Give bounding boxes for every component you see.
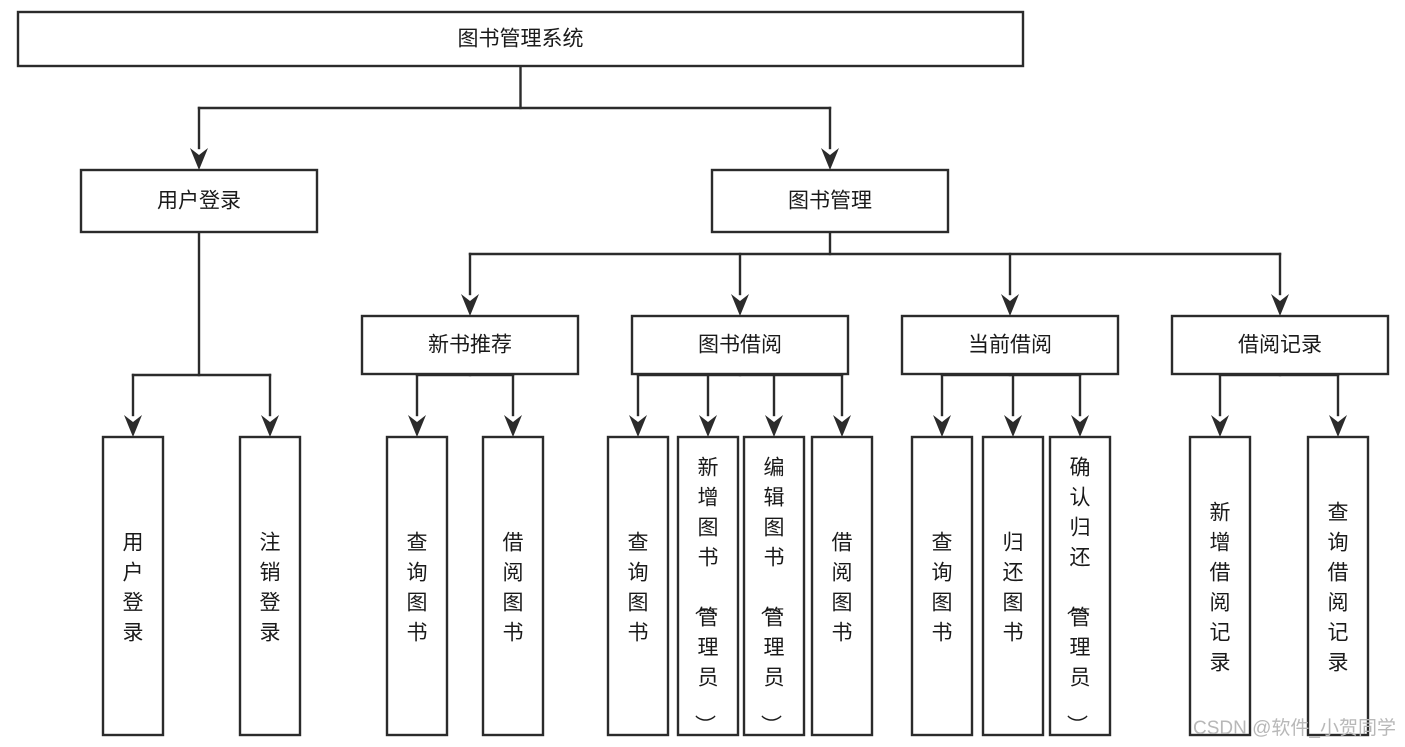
node-rect <box>101 435 165 737</box>
node-rect <box>630 314 850 376</box>
arrow-head-icon <box>1329 415 1347 437</box>
leaf-return-book[interactable]: 归还图书 <box>981 435 1045 737</box>
leaf-edit-book[interactable]: 编辑图书（管理员） <box>742 435 806 737</box>
arrow-head-icon <box>124 415 142 437</box>
node-book-borrow[interactable]: 图书借阅 <box>630 314 850 376</box>
node-rect <box>810 435 874 737</box>
node-current-borrow[interactable]: 当前借阅 <box>900 314 1120 376</box>
node-borrow-record[interactable]: 借阅记录 <box>1170 314 1390 376</box>
leaf-user-login[interactable]: 用户登录 <box>101 435 165 737</box>
arrow-head-icon <box>699 415 717 437</box>
node-label: 查询图书 <box>407 531 428 644</box>
node-rect <box>676 435 740 737</box>
node-rect <box>606 435 670 737</box>
node-label: 借阅记录 <box>1238 334 1322 357</box>
csdn-watermark: CSDN @软件_小贺同学 <box>1193 717 1396 739</box>
node-label: 查询借阅记录 <box>1328 501 1349 674</box>
leaf-logout[interactable]: 注销登录 <box>238 435 302 737</box>
leaf-query-book[interactable]: 查询图书 <box>606 435 670 737</box>
arrow-head-icon <box>821 148 839 170</box>
node-label: 图书管理 <box>788 190 872 213</box>
node-rect <box>1170 314 1390 376</box>
node-rect <box>79 168 319 234</box>
node-label: 注销登录 <box>260 531 281 644</box>
leaf-query-record[interactable]: 查询借阅记录 <box>1306 435 1370 737</box>
arrow-head-icon <box>190 148 208 170</box>
node-new-book-rec[interactable]: 新书推荐 <box>360 314 580 376</box>
arrow-head-icon <box>461 294 479 316</box>
node-label: 借阅图书 <box>503 531 524 644</box>
node-layer: 图书管理系统用户登录图书管理新书推荐图书借阅当前借阅借阅记录用户登录注销登录查询… <box>16 10 1390 737</box>
leaf-query-book-cur[interactable]: 查询图书 <box>910 435 974 737</box>
node-label: 新增借阅记录 <box>1210 501 1231 674</box>
node-user-login[interactable]: 用户登录 <box>79 168 319 234</box>
node-label: 图书借阅 <box>698 334 782 357</box>
node-rect <box>981 435 1045 737</box>
node-label: 图书管理系统 <box>458 28 584 51</box>
node-rect <box>742 435 806 737</box>
node-rect <box>910 435 974 737</box>
node-label: 确认归还（管理员） <box>1065 456 1091 735</box>
leaf-query-book-rec[interactable]: 查询图书 <box>385 435 449 737</box>
node-root[interactable]: 图书管理系统 <box>16 10 1025 68</box>
node-rect <box>1306 435 1370 737</box>
arrow-head-icon <box>1211 415 1229 437</box>
node-rect <box>16 10 1025 68</box>
leaf-add-book[interactable]: 新增图书（管理员） <box>676 435 740 737</box>
node-label: 借阅图书 <box>832 531 853 644</box>
node-label: 编辑图书（管理员） <box>759 456 785 735</box>
node-label: 新增图书（管理员） <box>693 456 719 735</box>
leaf-borrow-book-rec[interactable]: 借阅图书 <box>481 435 545 737</box>
node-book-manage[interactable]: 图书管理 <box>710 168 950 234</box>
connector-layer <box>124 64 1347 437</box>
node-rect <box>1188 435 1252 737</box>
arrow-head-icon <box>765 415 783 437</box>
arrow-head-icon <box>408 415 426 437</box>
arrow-head-icon <box>1271 294 1289 316</box>
node-label: 用户登录 <box>157 190 241 213</box>
arrow-head-icon <box>504 415 522 437</box>
node-rect <box>360 314 580 376</box>
node-rect <box>1048 435 1112 737</box>
node-rect <box>710 168 950 234</box>
leaf-borrow-book[interactable]: 借阅图书 <box>810 435 874 737</box>
node-rect <box>385 435 449 737</box>
arrow-head-icon <box>261 415 279 437</box>
arrow-head-icon <box>629 415 647 437</box>
arrow-head-icon <box>933 415 951 437</box>
arrow-head-icon <box>731 294 749 316</box>
node-rect <box>481 435 545 737</box>
node-rect <box>900 314 1120 376</box>
leaf-add-record[interactable]: 新增借阅记录 <box>1188 435 1252 737</box>
node-label: 用户登录 <box>123 531 144 644</box>
node-rect <box>238 435 302 737</box>
leaf-confirm-return[interactable]: 确认归还（管理员） <box>1048 435 1112 737</box>
node-label: 当前借阅 <box>968 334 1052 357</box>
arrow-head-icon <box>1001 294 1019 316</box>
node-label: 新书推荐 <box>428 334 512 357</box>
arrow-head-icon <box>1071 415 1089 437</box>
node-label: 查询图书 <box>628 531 649 644</box>
node-label: 归还图书 <box>1003 531 1024 644</box>
node-label: 查询图书 <box>932 531 953 644</box>
arrow-head-icon <box>1004 415 1022 437</box>
arrow-head-icon <box>833 415 851 437</box>
